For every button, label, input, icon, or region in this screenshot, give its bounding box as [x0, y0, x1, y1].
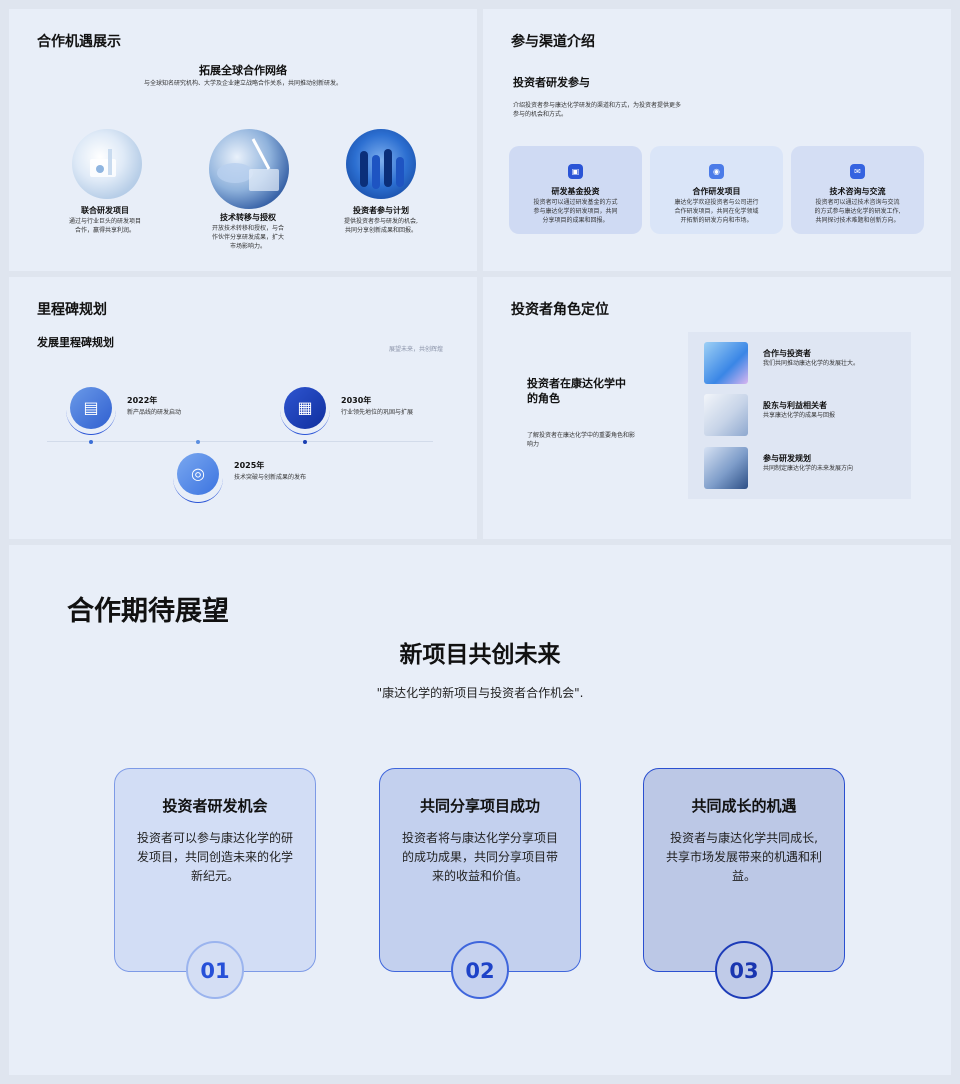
- slide-title: 合作机遇展示: [37, 34, 121, 50]
- card-desc: 康达化学欢迎投资者与公司进行合作研发项目，共同在化学领域开拓新的研发方向和市场。: [674, 199, 759, 224]
- milestone-ring: [173, 453, 223, 503]
- outlook-card[interactable]: 共同成长的机遇 投资者与康达化学共同成长,共享市场发展带来的机遇和利益。: [643, 768, 845, 972]
- doctor-photo-icon: [704, 394, 748, 436]
- milestone-desc: 新产品线的研发启动: [127, 409, 182, 416]
- slide-desc: 了解投资者在康达化学中的重要角色和影响力: [527, 432, 636, 448]
- timeline-dot: [196, 440, 200, 444]
- slide-heading: 投资者在康达化学中的角色: [527, 377, 626, 405]
- outlook-card[interactable]: 投资者研发机会 投资者可以参与康达化学的研发项目，共同创造未来的化学新纪元。: [114, 768, 316, 972]
- milestone-desc: 技术突破与创新成果的发布: [234, 474, 307, 481]
- timeline-dot: [89, 440, 93, 444]
- folder-icon: ▣: [568, 164, 583, 179]
- role-title: 合作与投资者: [763, 349, 811, 358]
- card-number: 01: [186, 941, 244, 999]
- slide-title: 参与渠道介绍: [511, 34, 595, 50]
- slide-milestones[interactable]: 里程碑规划 发展里程碑规划 展望未来，共创辉煌 ▤ 2022年 新产品线的研发启…: [9, 277, 477, 539]
- test-tubes-photo-icon: [346, 129, 416, 199]
- chat-icon: ▤: [70, 387, 112, 429]
- roles-list: 合作与投资者 我们共同推动康达化学的发展壮大。 股东与利益相关者 共享康达化学的…: [688, 332, 911, 499]
- card-title: 技术咨询与交流: [829, 187, 886, 196]
- team-photo-icon: [704, 447, 748, 489]
- milestone-desc: 行业领先地位的巩固与扩展: [341, 409, 414, 416]
- slide-heading: 新项目共创未来: [399, 642, 561, 668]
- item-desc: 开放技术转移和授权，与合作伙伴分享研发成果，扩大市场影响力。: [211, 225, 284, 250]
- card-title: 共同分享项目成功: [419, 797, 540, 815]
- card-desc: 投资者可以参与康达化学的研发项目，共同创造未来的化学新纪元。: [137, 831, 294, 883]
- timeline-axis: [47, 441, 433, 442]
- card-desc: 投资者与康达化学共同成长,共享市场发展带来的机遇和利益。: [666, 831, 823, 883]
- role-title: 参与研发规划: [763, 454, 811, 463]
- role-desc: 共享康达化学的成果与回报: [763, 412, 836, 419]
- slide-investor-roles[interactable]: 投资者角色定位 投资者在康达化学中的角色 了解投资者在康达化学中的重要角色和影响…: [483, 277, 951, 539]
- item-title: 联合研发项目: [81, 206, 129, 215]
- card-title: 共同成长的机遇: [691, 797, 797, 815]
- item-desc: 通过与行业巨头的研发项目合作，赢得共享利润。: [68, 218, 141, 234]
- slide-subtitle: 与全球知名研究机构、大学及企业建立战略合作关系，共同推动创新研发。: [143, 80, 342, 87]
- milestone-year: 2022年: [127, 396, 158, 405]
- milestone-ring: [66, 385, 116, 435]
- clipboard-icon: ▦: [284, 387, 326, 429]
- outlook-card[interactable]: 共同分享项目成功 投资者将与康达化学分享项目的成功成果，共同分享项目带来的收益和…: [379, 768, 581, 972]
- slide-title: 投资者角色定位: [511, 302, 609, 318]
- network-photo-icon: [704, 342, 748, 384]
- message-icon: ✉: [850, 164, 865, 179]
- card-title: 合作研发项目: [692, 187, 741, 196]
- item-title: 技术转移与授权: [220, 213, 276, 222]
- role-desc: 我们共同推动康达化学的发展壮大。: [763, 360, 860, 367]
- slide-intro: 介绍投资者参与康达化学研发的渠道和方式，为投资者提供更多参与的机会和方式。: [513, 102, 682, 118]
- slide-cooperation-outlook[interactable]: 合作期待展望 新项目共创未来 "康达化学的新项目与投资者合作机会". 投资者研发…: [9, 545, 951, 1075]
- slide-cooperation-opportunities[interactable]: 合作机遇展示 拓展全球合作网络 与全球知名研究机构、大学及企业建立战略合作关系，…: [9, 9, 477, 271]
- card-desc: 投资者将与康达化学分享项目的成功成果，共同分享项目带来的收益和价值。: [402, 831, 559, 883]
- item-title: 投资者参与计划: [353, 206, 409, 215]
- slide-subtitle: "康达化学的新项目与投资者合作机会".: [376, 686, 584, 700]
- petri-dish-photo-icon: [209, 129, 289, 209]
- card-desc: 投资者可以通过研发基金的方式参与康达化学的研发项目，共同分享项目的成果和回报。: [533, 199, 618, 224]
- card-number: 03: [715, 941, 773, 999]
- slide-heading: 拓展全球合作网络: [199, 64, 287, 77]
- slide-title: 合作期待展望: [67, 596, 229, 627]
- channel-card[interactable]: ◉ 合作研发项目 康达化学欢迎投资者与公司进行合作研发项目，共同在化学领域开拓新…: [650, 146, 783, 234]
- slide-heading: 发展里程碑规划: [37, 336, 114, 349]
- card-title: 研发基金投资: [551, 187, 600, 196]
- slide-heading: 投资者研发参与: [513, 76, 590, 89]
- medal-icon: ◎: [177, 453, 219, 495]
- milestone-year: 2025年: [234, 461, 265, 470]
- card-number: 02: [451, 941, 509, 999]
- card-title: 投资者研发机会: [162, 797, 268, 815]
- target-icon: ◉: [709, 164, 724, 179]
- timeline-dot: [303, 440, 307, 444]
- channel-card[interactable]: ✉ 技术咨询与交流 投资者可以通过技术咨询与交流的方式参与康达化学的研发工作,共…: [791, 146, 924, 234]
- role-desc: 共同制定康达化学的未来发展方向: [763, 465, 854, 472]
- role-title: 股东与利益相关者: [763, 401, 827, 410]
- slide-participation-channels[interactable]: 参与渠道介绍 投资者研发参与 介绍投资者参与康达化学研发的渠道和方式，为投资者提…: [483, 9, 951, 271]
- lab-photo-icon: [72, 129, 142, 199]
- card-desc: 投资者可以通过技术咨询与交流的方式参与康达化学的研发工作,共同探讨技术难题和创新…: [814, 199, 901, 224]
- item-desc: 提供投资者参与研发的机会,共同分享创新成果和回报。: [344, 218, 418, 234]
- channel-card[interactable]: ▣ 研发基金投资 投资者可以通过研发基金的方式参与康达化学的研发项目，共同分享项…: [509, 146, 642, 234]
- milestone-year: 2030年: [341, 396, 372, 405]
- slide-note: 展望未来，共创辉煌: [389, 346, 444, 353]
- milestone-ring: [280, 385, 330, 435]
- slide-title: 里程碑规划: [37, 302, 107, 318]
